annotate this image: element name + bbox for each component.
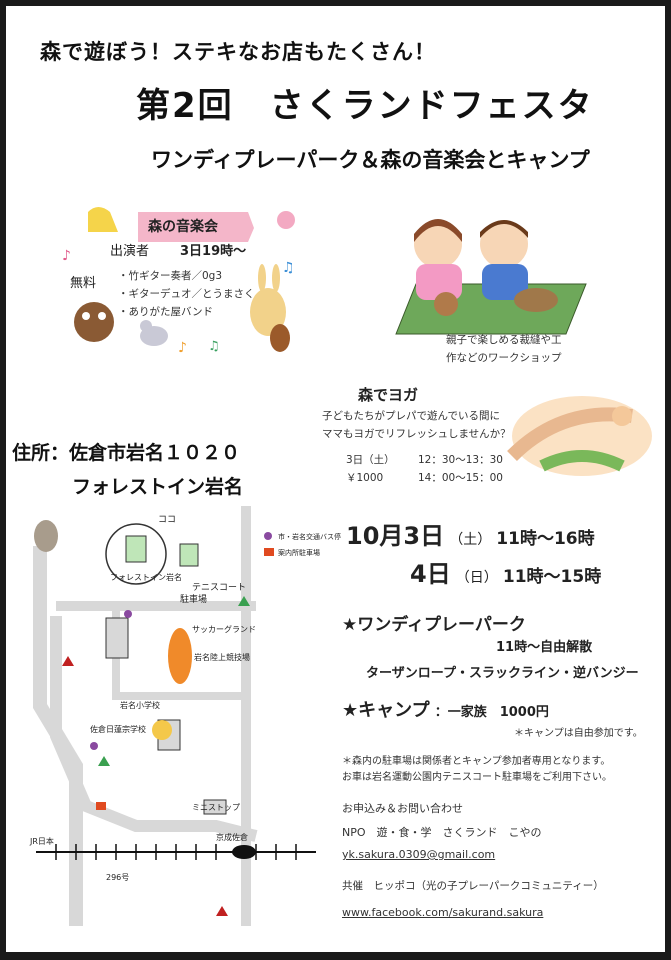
- camp-title: ★キャンプ: [342, 700, 430, 721]
- contact-org: NPO 遊・食・学 さくランド こやの: [342, 826, 542, 839]
- map-jr: JR日本: [30, 837, 54, 846]
- camp-detail: ：一家族 1000円: [434, 705, 549, 720]
- free-label: 無料: [70, 276, 97, 291]
- playpark-time: 11時～自由解散: [496, 640, 593, 655]
- map-station: 京成佐倉: [216, 833, 248, 842]
- day2-dow: （日）: [455, 570, 498, 586]
- yoga-desc2: ママもヨガでリフレッシュしませんか？: [322, 428, 511, 440]
- contact-email[interactable]: yk.sakura.0309@gmail.com: [342, 848, 496, 861]
- day1-dow: （土）: [449, 532, 492, 548]
- map-tennis: テニスコート: [192, 583, 247, 593]
- day1-time: 11時～16時: [496, 529, 595, 549]
- access-map: ココ フォレストイン岩名 テニスコート 駐車場 市・岩名交通バス停 案内所駐車場…: [16, 506, 341, 926]
- camp-note: ＊キャンプは自由参加です。: [514, 728, 643, 739]
- contact-heading: お申込み＆お問い合わせ: [342, 802, 463, 815]
- yoga-day: 3日（土）: [346, 454, 395, 466]
- performer-1: ・竹ギター奏者／0g3: [118, 270, 223, 282]
- venue-name: フォレストイン岩名: [72, 476, 244, 498]
- map-venue: フォレストイン岩名: [110, 573, 182, 582]
- map-bus-stop: 市・岩名交通バス停: [278, 533, 341, 541]
- yoga-title: 森でヨガ: [358, 386, 419, 404]
- workshop-line1: 親子で楽しめる裁縫や工: [446, 334, 562, 346]
- svg-text:♫: ♫: [282, 260, 295, 276]
- parking-line2: お車は岩名運動公園内テニスコート駐車場をご利用下さい。: [342, 772, 612, 783]
- day1-date: 10月3日: [346, 522, 445, 550]
- schedule-day1: 10月3日 （土） 11時～16時: [346, 516, 595, 551]
- svg-text:♪: ♪: [62, 248, 71, 264]
- map-cemetery: 佐倉日蓮宗学校: [90, 725, 146, 734]
- yoga-desc1: 子どもたちがプレパで遊んでいる間に: [322, 410, 500, 422]
- day2-date: 4日: [410, 560, 451, 588]
- flyer-page: 森で遊ぼう！ステキなお店もたくさん！ 第2回 さくランドフェスタ ワンディプレー…: [6, 6, 665, 952]
- event-title: 第2回 さくランドフェスタ: [136, 86, 594, 126]
- yoga-section: 森でヨガ 子どもたちがプレパで遊んでいる間に ママもヨガでリフレッシュしませんか…: [306, 376, 656, 496]
- concert-section: ♪ ♫ ♪ ♫ 森の音楽会 出演者 3日19時～ 無料 ・竹ギター奏者／0g3 …: [58, 202, 298, 362]
- workshop-line2: 作などのワークショップ: [446, 352, 562, 364]
- concert-illustration: ♪ ♫ ♪ ♫: [62, 207, 295, 356]
- schedule-day2: 4日 （日） 11時～15時: [410, 554, 601, 589]
- map-roads: [33, 506, 316, 926]
- map-soccer: サッカーグランド: [192, 625, 256, 634]
- map-stadium: 岩名陸上競技場: [194, 653, 250, 662]
- svg-text:♫: ♫: [208, 339, 220, 354]
- map-legend-parking: 案内所駐車場: [278, 549, 320, 557]
- playpark-title: ★ワンディプレーパーク: [342, 615, 526, 635]
- event-subtitle: ワンディプレーパーク＆森の音楽会とキャンプ: [151, 148, 590, 172]
- cosponsor: 共催 ヒッポコ（光の子プレーパークコミュニティー）: [342, 880, 604, 892]
- facebook-link[interactable]: www.facebook.com/sakurand.sakura: [342, 906, 544, 919]
- yoga-price: ￥1000: [346, 472, 384, 484]
- parking-line1: ＊森内の駐車場は関係者とキャンプ参加者専用となります。: [342, 756, 611, 767]
- performer-2: ・ギターデュオ／とうまさく: [118, 288, 255, 300]
- children-illustration: [395, 219, 587, 335]
- concert-banner: 森の音楽会: [148, 219, 218, 235]
- map-parking: 駐車場: [180, 595, 208, 605]
- yoga-time1: 12：30～13：30: [418, 454, 503, 466]
- map-school: 岩名小学校: [120, 701, 160, 710]
- playpark-activities: ターザンロープ・スラックライン・逆バンジー: [366, 666, 639, 681]
- performers-label: 出演者: [110, 244, 150, 259]
- map-koko: ココ: [158, 515, 177, 525]
- svg-text:♪: ♪: [178, 340, 187, 356]
- workshop-section: 親子で楽しめる裁縫や工 作などのワークショップ: [386, 204, 596, 364]
- map-route: 296号: [106, 873, 130, 882]
- performer-3: ・ありがた屋バンド: [118, 306, 214, 318]
- camp-line: ★キャンプ ：一家族 1000円: [342, 696, 549, 722]
- map-mini: ミニストップ: [192, 803, 240, 812]
- concert-time: 3日19時～: [180, 244, 247, 259]
- yoga-illustration: [507, 396, 652, 476]
- yoga-time2: 14：00～15：00: [418, 472, 503, 484]
- day2-time: 11時～15時: [502, 567, 602, 587]
- address: 住所：佐倉市岩名１０２０: [12, 442, 241, 464]
- tagline: 森で遊ぼう！ステキなお店もたくさん！: [40, 40, 436, 64]
